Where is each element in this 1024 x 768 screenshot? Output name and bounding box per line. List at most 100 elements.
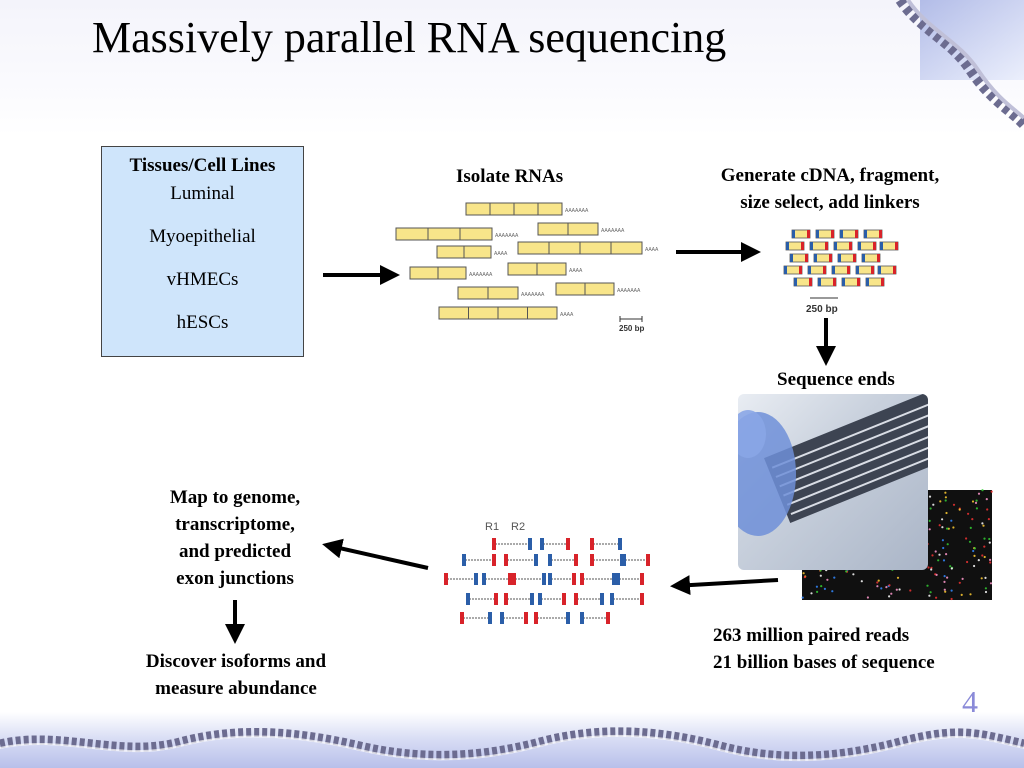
- read-pair: [540, 538, 570, 550]
- discover-line-2: measure abundance: [155, 678, 317, 699]
- cdna-fragment: [863, 229, 883, 239]
- read-pair: [590, 538, 622, 550]
- poly-a-tail: AAAAAAA: [565, 208, 589, 214]
- cdna-fragment: [841, 277, 861, 287]
- tissues-box: Tissues/Cell Lines Luminal Myoepithelial…: [101, 146, 304, 357]
- read-pair: [482, 573, 512, 585]
- read-pair: [610, 593, 644, 605]
- cdna-fragment: [877, 265, 897, 275]
- dna-corner-decoration: [895, 0, 1024, 129]
- cdna-fragment: [813, 253, 833, 263]
- poly-a-tail: AAAAAAA: [521, 292, 545, 298]
- rna-transcript: AAAA: [436, 245, 508, 259]
- generate-line-2: size select, add linkers: [740, 192, 920, 213]
- rna-transcript: AAAA: [517, 241, 659, 255]
- cdna-fragment: [861, 253, 881, 263]
- read-pair: [548, 554, 578, 566]
- flow-cell-photo: [738, 394, 928, 570]
- rna-scale-label: 250 bp: [619, 324, 644, 333]
- arrow-reads-to-map: [322, 538, 429, 570]
- rna-transcript: AAAAAAA: [555, 282, 641, 296]
- read-pair: [622, 554, 650, 566]
- cdna-fragment: [831, 265, 851, 275]
- cdna-fragment: [785, 241, 805, 251]
- stat-bases: 21 billion bases of sequence: [713, 652, 935, 673]
- read-pair: [580, 612, 610, 624]
- map-line-4: exon junctions: [176, 568, 294, 589]
- poly-a-tail: AAAAAAA: [495, 233, 519, 239]
- tissue-luminal: Luminal: [170, 183, 235, 204]
- read-pair: [460, 612, 492, 624]
- read-pair: [462, 554, 496, 566]
- cdna-fragments: 250 bp: [783, 229, 899, 315]
- map-line-3: and predicted: [178, 541, 292, 562]
- read-pair: [500, 612, 528, 624]
- rna-transcript: AAAAAAA: [537, 222, 625, 236]
- tissue-hescs: hESCs: [176, 312, 229, 333]
- cdna-fragment: [855, 265, 875, 275]
- cdna-fragment: [793, 277, 813, 287]
- generate-cdna-label: Generate cDNA, fragment, size select, ad…: [690, 162, 970, 216]
- cdna-fragment: [817, 277, 837, 287]
- cdna-fragment: [809, 241, 829, 251]
- read-pair: [580, 573, 616, 585]
- paired-reads: R1 R2: [444, 521, 650, 624]
- read-pair: [512, 573, 546, 585]
- read-pair: [590, 554, 624, 566]
- cdna-fragment: [789, 253, 809, 263]
- page-number: 4: [962, 684, 978, 720]
- cdna-fragment: [783, 265, 803, 275]
- rna-transcript: AAAAAAA: [409, 266, 493, 280]
- map-line-1: Map to genome,: [169, 487, 301, 508]
- cdna-scale-label: 250 bp: [806, 304, 838, 315]
- cdna-fragment: [791, 229, 811, 239]
- read-label-r2: R2: [511, 521, 525, 533]
- map-line-2: transcriptome,: [175, 514, 295, 535]
- poly-a-tail: AAAAAAA: [601, 228, 625, 234]
- read-pair: [574, 593, 604, 605]
- generate-line-1: Generate cDNA, fragment,: [720, 165, 940, 186]
- cdna-fragment: [837, 253, 857, 263]
- cdna-fragment: [807, 265, 827, 275]
- cdna-fragment: [833, 241, 853, 251]
- read-pair: [492, 538, 532, 550]
- cdna-fragment: [839, 229, 859, 239]
- read-pair: [466, 593, 498, 605]
- read-pair: [504, 593, 534, 605]
- dna-bottom-decoration: [0, 712, 1024, 768]
- cdna-fragment: [879, 241, 899, 251]
- arrow-sequence-to-reads: [670, 575, 779, 596]
- rna-transcript: AAAAAAA: [457, 286, 545, 300]
- poly-a-tail: AAAAAAA: [617, 288, 641, 294]
- poly-a-tail: AAAA: [645, 247, 659, 253]
- sequence-ends-label: Sequence ends: [777, 369, 895, 390]
- tissues-heading: Tissues/Cell Lines: [129, 155, 276, 176]
- poly-a-tail: AAAA: [560, 312, 574, 318]
- rna-transcript: AAAAAAA: [465, 202, 589, 216]
- read-pair: [538, 593, 566, 605]
- tissue-vhmecs: vHMECs: [166, 269, 239, 290]
- read-pair: [548, 573, 576, 585]
- rna-transcript: AAAAAAA: [395, 227, 519, 241]
- slide-title: Massively parallel RNA sequencing: [92, 13, 727, 62]
- sequencing-stats: 263 million paired reads 21 billion base…: [713, 622, 935, 676]
- read-label-r1: R1: [485, 521, 499, 533]
- map-genome-label: Map to genome, transcriptome, and predic…: [130, 484, 340, 592]
- rna-transcripts: AAAAAAAAAAAAAAAAAAAAAAAAAAAAAAAAAAAAAAAA…: [395, 202, 659, 333]
- cdna-fragment: [815, 229, 835, 239]
- title-band: [0, 0, 1024, 135]
- poly-a-tail: AAAAAAA: [469, 272, 493, 278]
- rna-transcript: AAAA: [507, 262, 583, 276]
- poly-a-tail: AAAA: [494, 251, 508, 257]
- cdna-fragment: [857, 241, 877, 251]
- discover-line-1: Discover isoforms and: [145, 651, 327, 672]
- discover-isoforms-label: Discover isoforms and measure abundance: [120, 648, 352, 702]
- read-pair: [504, 554, 538, 566]
- read-pair: [616, 573, 644, 585]
- rna-transcript: AAAA: [438, 306, 574, 320]
- tissue-myoepithelial: Myoepithelial: [149, 226, 256, 247]
- poly-a-tail: AAAA: [569, 268, 583, 274]
- read-pair: [534, 612, 570, 624]
- read-pair: [444, 573, 478, 585]
